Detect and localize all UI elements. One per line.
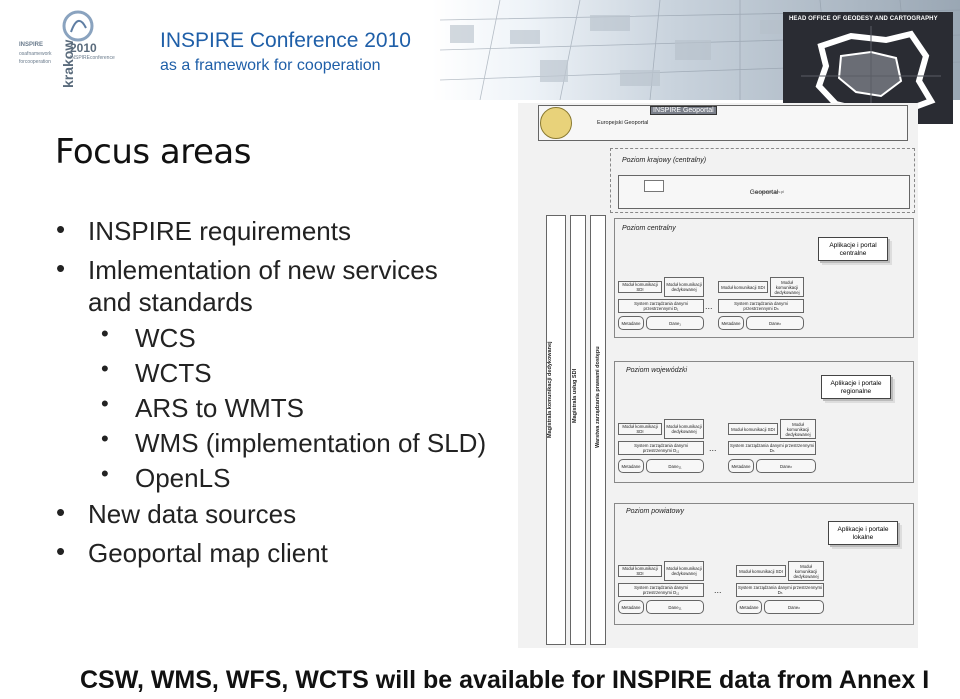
level-band-central <box>614 218 914 338</box>
metadata-box: Metadane <box>736 600 762 614</box>
sub-bullet-text: WCS <box>135 323 196 353</box>
dedicated-module-box: Moduł komunikacji dedykowanej <box>788 561 824 581</box>
local-apps-box: Aplikacje i portale lokalne <box>828 521 898 545</box>
spatial-data-system-box: System zarządzania danymi przestrzennymi… <box>618 299 704 313</box>
access-rights-layer <box>590 215 606 645</box>
metadata-box: Metadane <box>728 459 754 473</box>
bullet-text: Imlementation of new services <box>88 255 438 285</box>
level-band-local <box>614 503 914 625</box>
eu-stars-logo <box>540 107 572 139</box>
dedicated-comm-bus-label: Magistrala komunikacji dedykowanej <box>547 341 553 438</box>
geoportal-url: geoportal.gov.pl <box>756 189 785 194</box>
metadata-box: Metadane <box>618 600 644 614</box>
dedicated-module-box: Moduł komunikacji dedykowanej <box>770 277 804 297</box>
spatial-data-system-box: System zarządzania danymi przestrzennymi… <box>718 299 804 313</box>
logo-inspire-conf: INSPIREconference <box>70 55 115 61</box>
central-apps-label: Aplikacje i portal centralne <box>829 242 877 257</box>
sdi-module-box: Moduł komunikacji SDI <box>618 565 662 577</box>
spatial-data-system-box: System zarządzania danymi przestrzennymi… <box>728 441 816 455</box>
conference-title: INSPIRE Conference 2010 <box>160 29 411 52</box>
spatial-data-system-box: System zarządzania danymi przestrzennymi… <box>618 583 704 597</box>
logo-inspire-coop: forcooperation <box>19 59 51 65</box>
geoportal-box: Geoportal <box>618 175 910 209</box>
dedicated-module-box: Moduł komunikacji dedykowanej <box>780 419 816 439</box>
metadata-box: Metadane <box>618 316 644 330</box>
eu-geoportal-box: Europejski Geoportal <box>538 105 908 141</box>
eu-geoportal-label: Europejski Geoportal <box>597 119 649 126</box>
sdi-architecture-diagram: Europejski Geoportal INSPIRE Geoportal P… <box>518 103 918 648</box>
logo-year: 2010 <box>70 41 97 55</box>
geoportal-map-icon <box>644 180 664 192</box>
logo-inspire-top: INSPIRE <box>19 42 44 48</box>
sub-bullet-dot: • <box>101 426 109 451</box>
bullet-text: Geoportal map client <box>88 538 328 568</box>
level-title: Poziom centralny <box>622 225 676 232</box>
city-map-image <box>440 0 960 100</box>
bullet-dot: • <box>56 214 66 244</box>
bullet-dot: • <box>56 536 66 566</box>
conference-subtitle: as a framework for cooperation <box>160 57 381 74</box>
inspire-geoportal-badge: INSPIRE Geoportal <box>650 106 717 115</box>
spatial-data-system-box: System zarządzania danymi przestrzennymi… <box>736 583 824 597</box>
sdi-module-box: Moduł komunikacji SDI <box>718 281 768 293</box>
regional-apps-label: Aplikacje i portale regionalne <box>830 380 882 395</box>
sdi-module-box: Moduł komunikacji SDI <box>728 423 778 435</box>
level-title: Poziom wojewódzki <box>626 367 688 374</box>
metadata-box: Metadane <box>718 316 744 330</box>
sub-bullet-text: WMS (implementation of SLD) <box>135 428 487 458</box>
sub-bullet-text: WCTS <box>135 358 212 388</box>
bullet-dot: • <box>56 497 66 527</box>
ellipsis: ... <box>709 443 717 453</box>
data-box: Dane₁ <box>646 316 704 330</box>
head-office-title: HEAD OFFICE OF GEODESY AND CARTOGRAPHY <box>789 16 938 22</box>
sdi-services-bus <box>570 215 586 645</box>
geoportal-label: Geoportal <box>749 188 779 196</box>
sdi-module-box: Moduł komunikacji SDI <box>618 281 662 293</box>
sdi-module-box: Moduł komunikacji SDI <box>618 423 662 435</box>
bullet-text: New data sources <box>88 499 297 529</box>
bullet-text: INSPIRE requirements <box>88 216 351 246</box>
spatial-data-system-box: System zarządzania danymi przestrzennymi… <box>618 441 704 455</box>
level-title: Poziom powiatowy <box>626 508 684 515</box>
metadata-box: Metadane <box>618 459 644 473</box>
footer-note: CSW, WMS, WFS, WCTS will be available fo… <box>80 666 930 694</box>
ellipsis: ... <box>705 301 713 311</box>
sub-bullet-dot: • <box>101 321 109 346</box>
sdi-module-box: Moduł komunikacji SDI <box>736 565 786 577</box>
dedicated-module-box: Moduł komunikacji dedykowanej <box>664 419 704 439</box>
inspire-krakow-logo: krakow 2010 INSPIRE osafnamework forcoop… <box>16 4 138 96</box>
sub-bullet-dot: • <box>101 356 109 381</box>
sub-bullet-dot: • <box>101 461 109 486</box>
dedicated-comm-bus <box>546 215 566 645</box>
sub-bullet-text: ARS to WMTS <box>135 393 305 423</box>
level-band-regional <box>614 361 914 483</box>
data-box: Dane₁₁ <box>646 459 704 473</box>
sdi-services-bus-label: Magistrala usług SDI <box>572 368 578 423</box>
dedicated-module-box: Moduł komunikacji dedykowanej <box>664 277 704 297</box>
bullet-text-continuation: and standards <box>88 287 253 317</box>
krakow-logo-graphic <box>62 10 94 42</box>
regional-apps-box: Aplikacje i portale regionalne <box>821 375 891 399</box>
ellipsis: ... <box>714 585 722 595</box>
data-box: Dane₁₁ <box>646 600 704 614</box>
access-rights-layer-label: Warstwa zarządzania prawami dostępu <box>595 346 601 448</box>
logo-inspire-sub: osafnamework <box>19 51 52 57</box>
national-level-band <box>610 148 915 213</box>
central-apps-box: Aplikacje i portal centralne <box>818 237 888 261</box>
data-box: Daneₙ <box>746 316 804 330</box>
sub-bullet-text: OpenLS <box>135 463 231 493</box>
local-apps-label: Aplikacje i portale lokalne <box>837 526 889 541</box>
national-level-label: Poziom krajowy (centralny) <box>622 157 707 164</box>
data-box: Daneₙ <box>764 600 824 614</box>
data-box: Daneₙ <box>756 459 816 473</box>
slide-title: Focus areas <box>55 132 251 172</box>
dedicated-module-box: Moduł komunikacji dedykowanej <box>664 561 704 581</box>
sub-bullet-dot: • <box>101 391 109 416</box>
bullet-dot: • <box>56 253 66 283</box>
